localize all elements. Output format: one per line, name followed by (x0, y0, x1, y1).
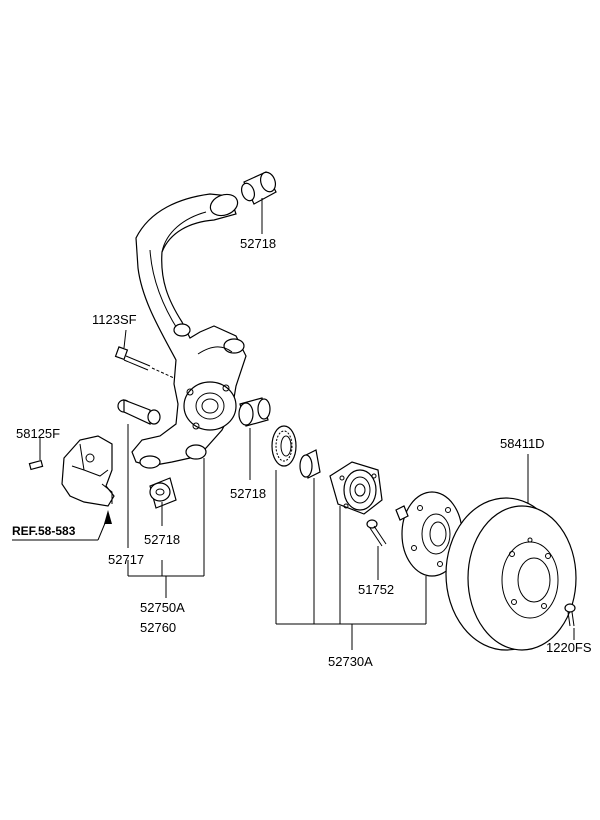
bracket-52750a (127, 458, 205, 598)
label-1220fs: 1220FS (546, 640, 592, 655)
knuckle (131, 193, 247, 469)
label-52718-low: 52718 (144, 532, 180, 547)
hub-bearing (329, 461, 383, 624)
label-52750a: 52750A (140, 600, 185, 615)
bolt-1123sf (114, 329, 175, 379)
hub-bolt-51752 (366, 519, 387, 580)
label-52730a: 52730A (328, 654, 373, 669)
ref-arrow (12, 510, 112, 541)
label-58411d: 58411D (500, 436, 545, 451)
bush-52718-low (149, 477, 177, 526)
label-52718-mid: 52718 (230, 486, 266, 501)
label-51752: 51752 (358, 582, 394, 597)
wheel-hub (395, 491, 463, 624)
label-52760: 52760 (140, 620, 176, 635)
seal (299, 449, 321, 624)
bracket-52730a (276, 623, 426, 650)
label-52718-top: 52718 (240, 236, 276, 251)
label-ref-58-583[interactable]: REF.58-583 (12, 524, 76, 538)
label-1123sf: 1123SF (92, 312, 137, 327)
caliper-58125f (28, 435, 115, 507)
label-58125f: 58125F (16, 426, 60, 441)
bush-52718-mid (238, 397, 271, 480)
screw-1220fs (564, 603, 576, 640)
tone-ring (271, 425, 297, 624)
brake-disc (445, 454, 577, 651)
label-52717: 52717 (108, 552, 144, 567)
bolt-52717 (117, 399, 161, 548)
bush-52718-top (209, 171, 277, 234)
